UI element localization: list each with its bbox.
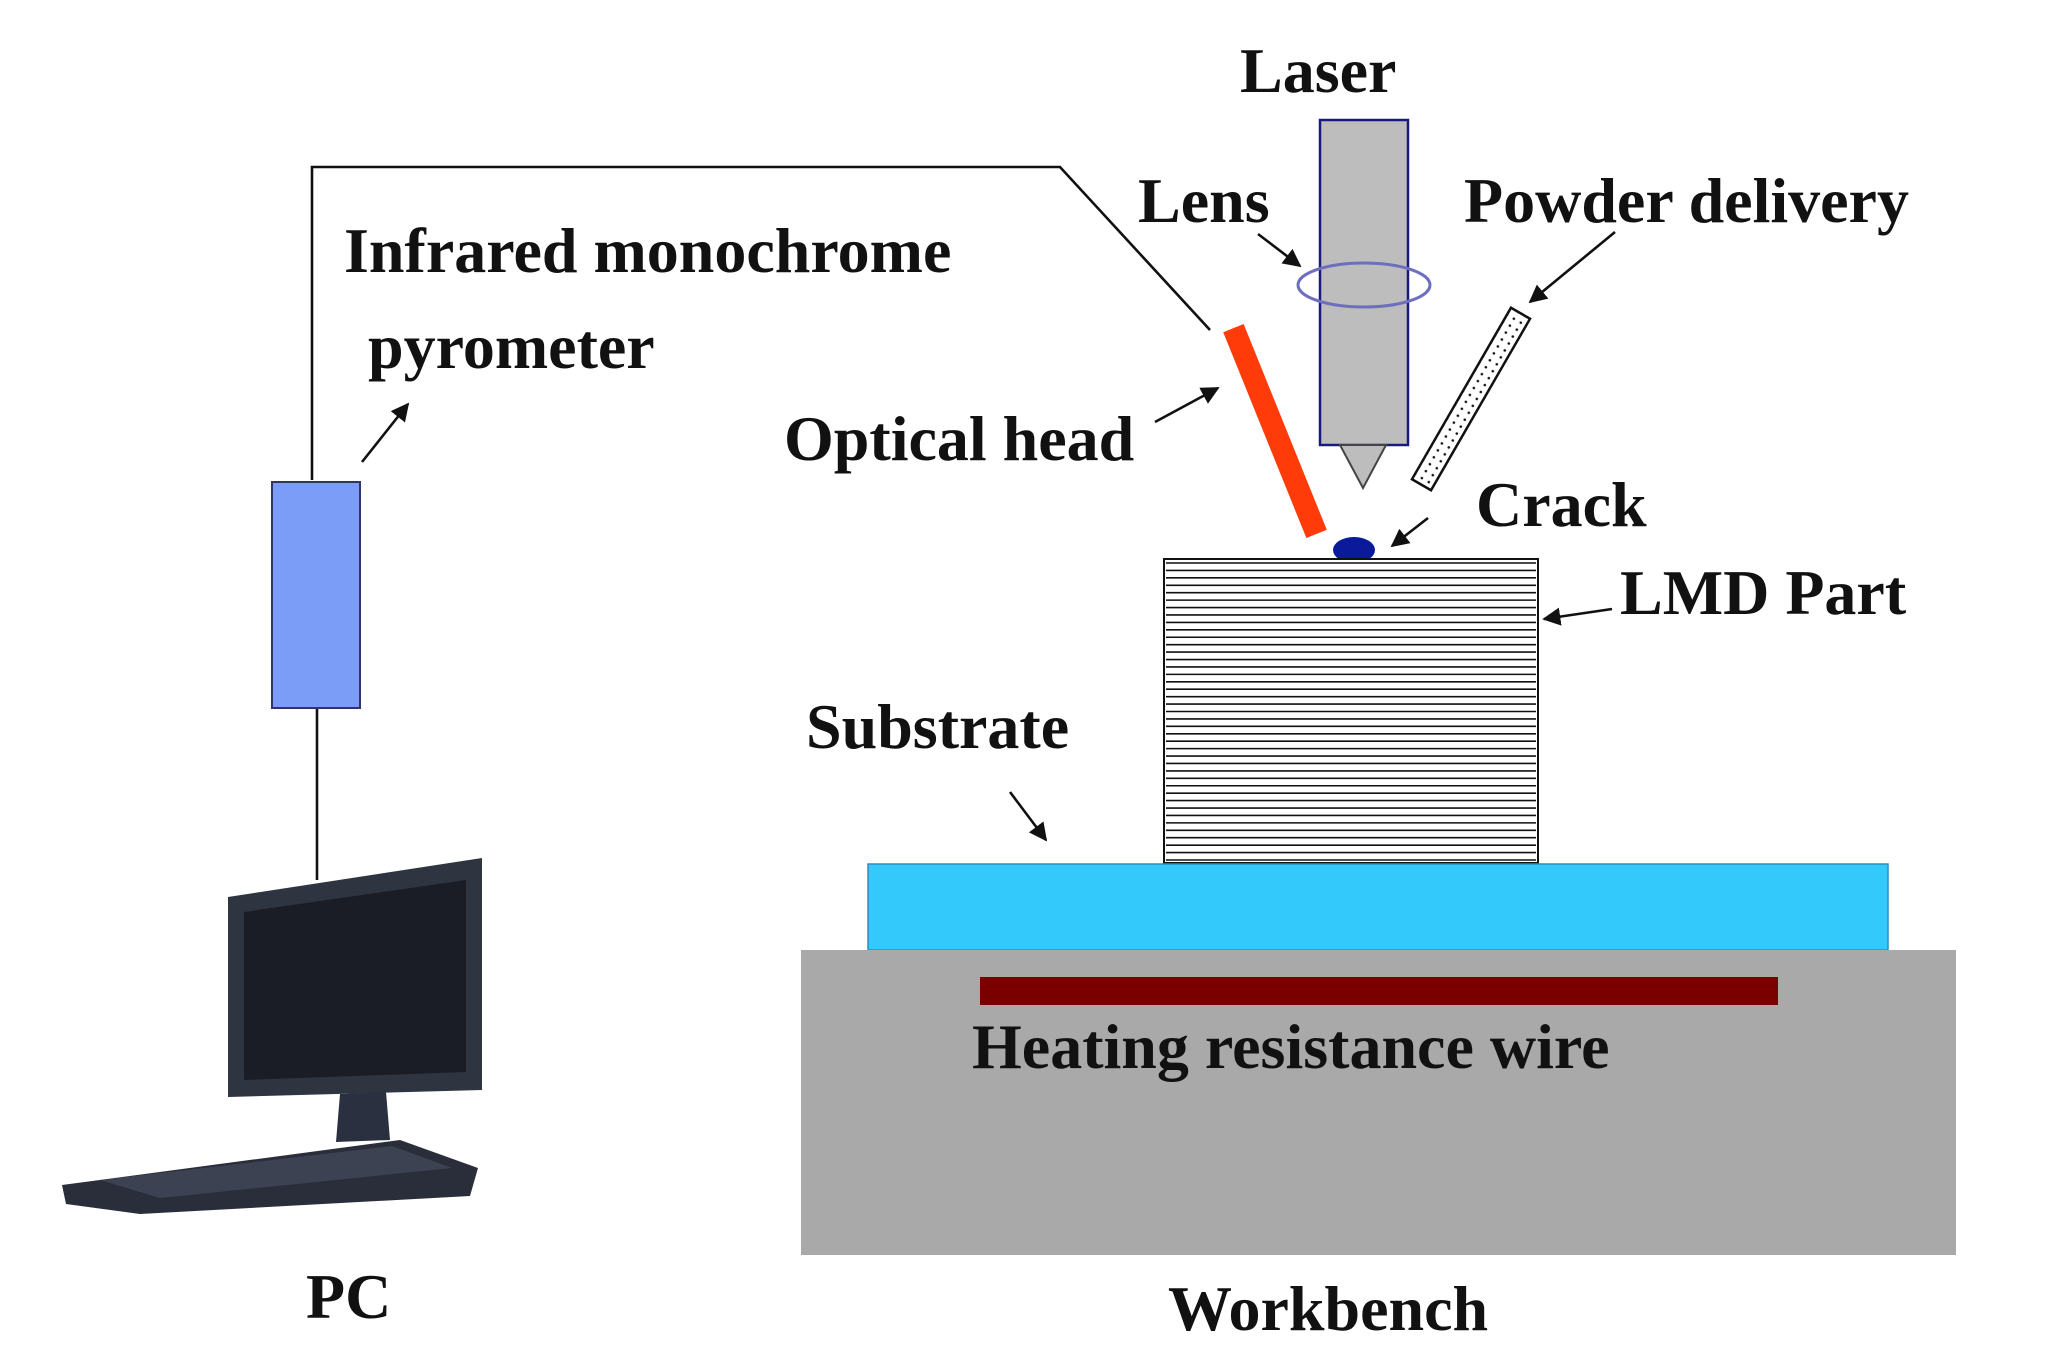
- substrate-plate: [867, 863, 1889, 951]
- crack-label: Crack: [1476, 469, 1647, 540]
- pyrometer-box: [271, 481, 361, 709]
- lens-ring: [1296, 261, 1432, 309]
- lmd-part-layers: [1166, 562, 1536, 861]
- arrow-powder: [1528, 230, 1616, 304]
- pyrometer-label-line2: pyrometer: [368, 311, 655, 382]
- crack-marker: [1333, 537, 1375, 563]
- laser-label: Laser: [1240, 35, 1396, 106]
- lens-label: Lens: [1138, 165, 1270, 236]
- arrow-pyrometer: [360, 402, 410, 463]
- laser-head: [1318, 118, 1410, 491]
- lmd-part: [1163, 558, 1539, 864]
- laser-body: [1320, 120, 1408, 445]
- optical-head-bar: [1223, 323, 1327, 539]
- pyrometer-label-line1: Infrared monochrome: [344, 215, 951, 286]
- monitor-screen: [244, 880, 466, 1080]
- monitor-neck: [336, 1092, 390, 1142]
- arrow-lmd-part: [1542, 607, 1613, 626]
- powder-nozzle: [1410, 306, 1532, 492]
- laser-nozzle: [1338, 444, 1388, 491]
- heating-wire-label: Heating resistance wire: [972, 1011, 1610, 1082]
- pc-computer-icon: [62, 858, 482, 1214]
- substrate-label: Substrate: [806, 691, 1069, 762]
- powder-delivery-label: Powder delivery: [1464, 165, 1909, 236]
- keyboard-keys: [100, 1146, 452, 1198]
- arrow-crack: [1390, 516, 1429, 548]
- lmd-part-label: LMD Part: [1620, 557, 1907, 628]
- optical-head-label: Optical head: [784, 403, 1134, 474]
- signal-cable: [310, 165, 1211, 480]
- pc-label: PC: [306, 1261, 391, 1332]
- arrow-lens: [1257, 232, 1302, 268]
- workbench-label: Workbench: [1168, 1273, 1488, 1344]
- heating-wire-bar: [980, 977, 1778, 1005]
- arrow-substrate: [1008, 791, 1048, 842]
- arrow-optical-head: [1154, 386, 1220, 424]
